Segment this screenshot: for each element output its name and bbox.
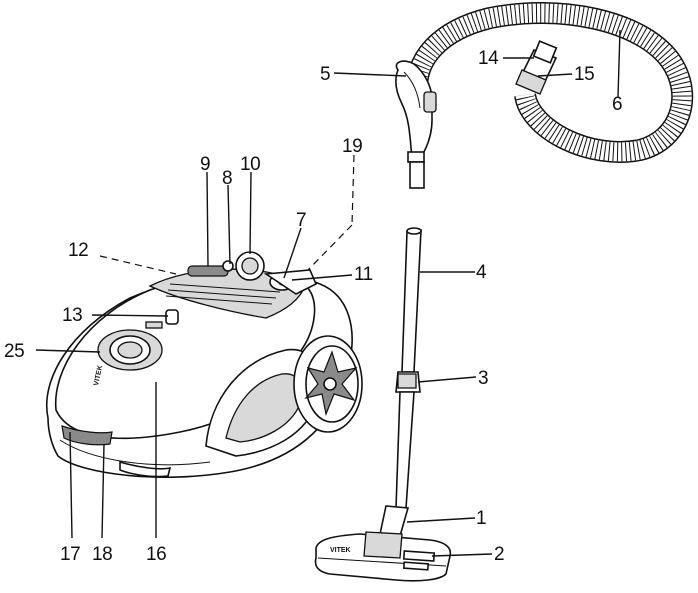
brand-text: VITEK [93,365,104,387]
callout-1: 1 [476,508,486,529]
hose-end-fitting [515,40,558,95]
vacuum-body: VITEK [46,251,363,479]
callout-7: 7 [296,210,306,231]
hose [406,2,694,163]
callout-11: 11 [354,264,373,285]
callout-2: 2 [494,544,504,565]
callout-14: 14 [478,48,499,69]
callout-19: 19 [342,136,362,157]
leader-lines [35,29,621,557]
callout-13: 13 [62,305,82,326]
callout-10: 10 [240,154,260,175]
callout-17: 17 [60,544,80,565]
nozzle-brand-text: VITEK [330,547,351,554]
telescopic-tube [395,227,422,509]
callout-6: 6 [612,94,622,115]
callout-15: 15 [574,64,594,85]
callout-5: 5 [320,64,330,85]
callout-labels: 1 2 3 4 5 6 7 8 9 10 11 12 13 14 15 16 1… [4,48,623,565]
callout-25: 25 [4,341,24,362]
callout-12: 12 [68,240,88,261]
callout-16: 16 [146,544,166,565]
callout-3: 3 [478,368,488,389]
callout-8: 8 [222,168,232,189]
floor-nozzle: VITEK [314,505,452,582]
hose-handle [395,60,437,189]
callout-9: 9 [200,154,210,175]
callout-18: 18 [92,544,112,565]
callout-4: 4 [476,262,487,283]
